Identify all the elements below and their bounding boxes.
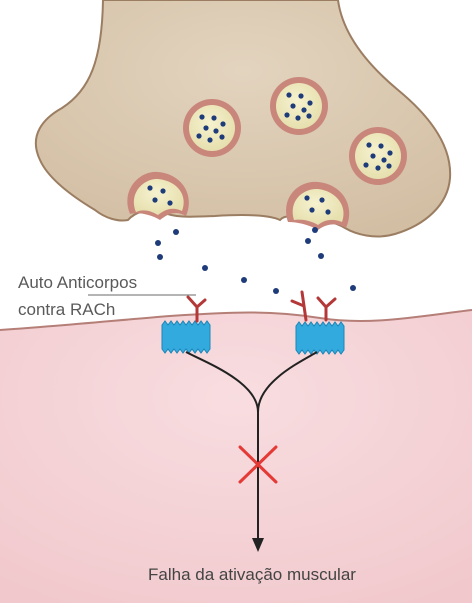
antibody-label-line1: Auto Anticorpos (18, 273, 137, 292)
nerve-terminal (36, 0, 450, 236)
ach-receptor (296, 322, 344, 354)
muscle-fiber (0, 310, 472, 603)
result-caption: Falha da ativação muscular (148, 565, 356, 584)
vesicle (183, 99, 241, 157)
autoantibody (318, 298, 335, 320)
vesicle (349, 127, 407, 185)
ach-receptor (162, 321, 210, 353)
acetylcholine-molecules (155, 227, 356, 294)
vesicle (270, 77, 328, 135)
antibody-label-line2: contra RACh (18, 300, 115, 319)
